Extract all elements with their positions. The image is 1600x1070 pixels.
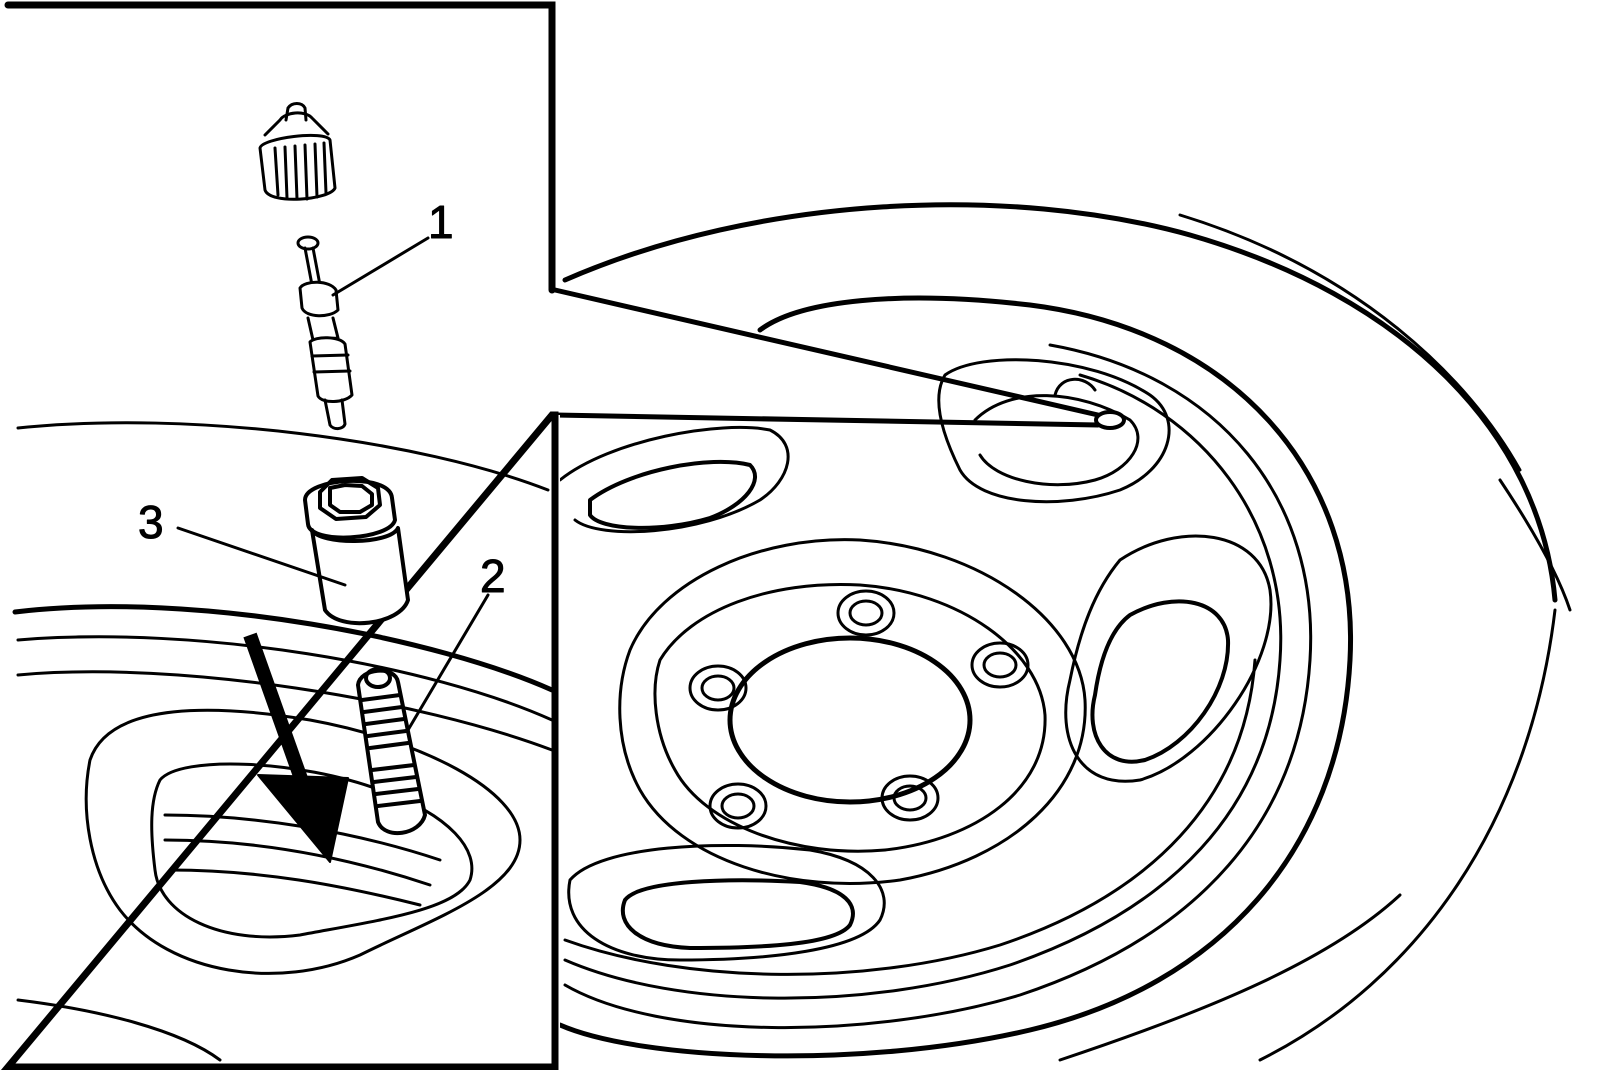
rim-outer-edge (557, 295, 1354, 1059)
inset-rim-line-5 (16, 998, 222, 1062)
leader-3 (176, 526, 347, 587)
tire-ground-arc (1058, 893, 1402, 1062)
hub-outer-ring (618, 538, 1087, 885)
hub-center-bore (727, 635, 973, 805)
rim-valve-pocket (937, 358, 1171, 504)
callout-label-2: 2 (480, 550, 506, 602)
leader-1 (331, 236, 430, 297)
leader-2 (406, 593, 490, 732)
tire-outer-arc (562, 202, 1558, 603)
rim-valve-hole (1094, 410, 1126, 430)
inset-rim-line-1 (16, 421, 550, 492)
inset-rim-line-4 (16, 670, 554, 752)
spoke-window-right (1064, 534, 1273, 783)
inset-valve-pocket (84, 708, 522, 975)
lug-hole-bottom-right (880, 774, 940, 822)
inset-pocket-line-3 (168, 868, 422, 907)
callout-label-1: 1 (428, 196, 454, 248)
lug-hole-right (970, 641, 1030, 689)
zoom-callout-wedge (552, 287, 1101, 428)
inset-rim-line-2 (12, 604, 555, 693)
lug-hole-left (688, 664, 748, 712)
tire-shoulder-arc (1498, 478, 1572, 612)
rim-ring-3 (563, 373, 1283, 1000)
lug-hole-top (836, 589, 896, 637)
spoke-window-upper-left (558, 425, 790, 534)
inset-frame (0, 1, 559, 1070)
spoke-window-lower-inner (620, 878, 855, 950)
valve-tool-icon (303, 476, 410, 626)
inset-rim-line-3 (16, 635, 554, 722)
inset-valve-pocket-inner (150, 762, 474, 939)
rim-ring-2 (563, 343, 1313, 1030)
rim-valve-bump (1053, 377, 1097, 397)
rim-ring-4 (563, 658, 1257, 976)
callout-label-3: 3 (138, 496, 164, 548)
callout-leaders (176, 236, 490, 732)
spoke-window-upper-left-inner (588, 459, 757, 530)
spoke-window-right-inner (1090, 599, 1231, 764)
valve-core-icon (296, 235, 354, 431)
rim-valve-pocket-inner (973, 394, 1140, 487)
hub-mid-ring (653, 582, 1047, 853)
direction-arrow-icon (243, 632, 349, 863)
lug-hole-bottom-left (708, 782, 768, 830)
tire-inner-arc (1178, 213, 1522, 472)
tire-lower-arc (1258, 608, 1557, 1062)
valve-cap-icon (258, 102, 337, 201)
spoke-window-lower (567, 843, 886, 962)
wheel-background (557, 202, 1572, 1062)
valve-stem-icon (356, 667, 427, 836)
